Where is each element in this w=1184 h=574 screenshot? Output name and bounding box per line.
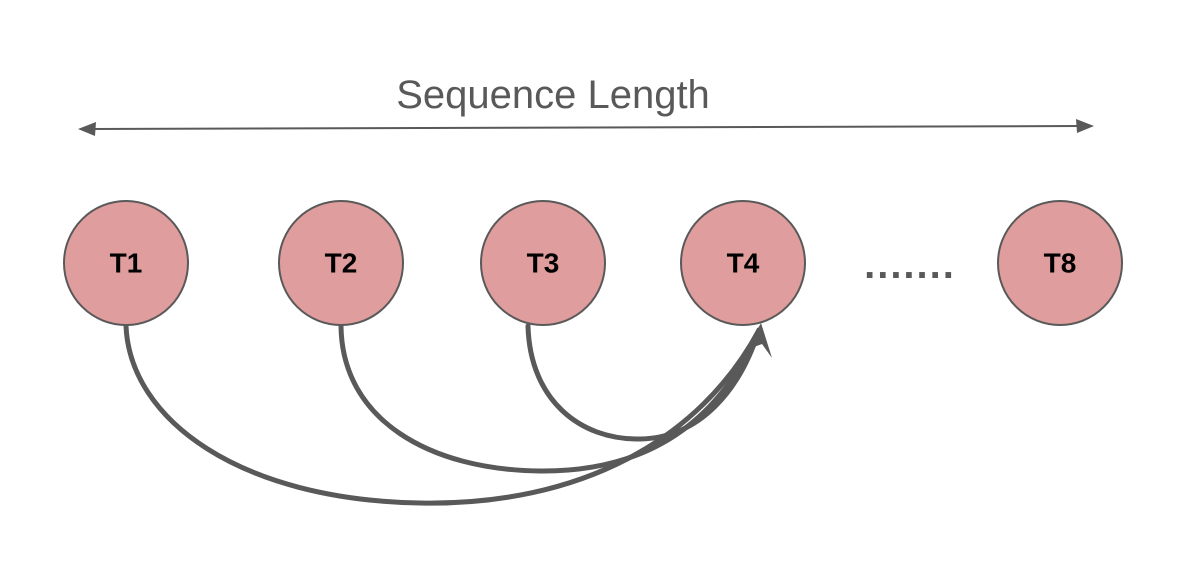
node-t2: T2: [278, 200, 404, 326]
node-t4: T4: [680, 200, 806, 326]
ellipsis: .......: [864, 243, 956, 287]
node-t1: T1: [63, 200, 189, 326]
sequence-length-label: Sequence Length: [396, 73, 710, 117]
arrowhead-icon: [746, 323, 772, 358]
sequence-length-arrow: [78, 119, 1094, 136]
node-label: T1: [110, 248, 143, 279]
node-label: T4: [727, 248, 760, 279]
edge-t1-to-t4: [123, 323, 762, 506]
node-label: T3: [527, 248, 560, 279]
node-t8: T8: [997, 200, 1123, 326]
node-label: T8: [1044, 248, 1077, 279]
node-t3: T3: [480, 200, 606, 326]
node-label: T2: [325, 248, 358, 279]
edge-t2-to-t4: [338, 323, 762, 474]
ellipsis-text: .......: [864, 243, 956, 287]
edge-t3-to-t4: [525, 323, 762, 442]
attention-edges: [123, 323, 772, 506]
